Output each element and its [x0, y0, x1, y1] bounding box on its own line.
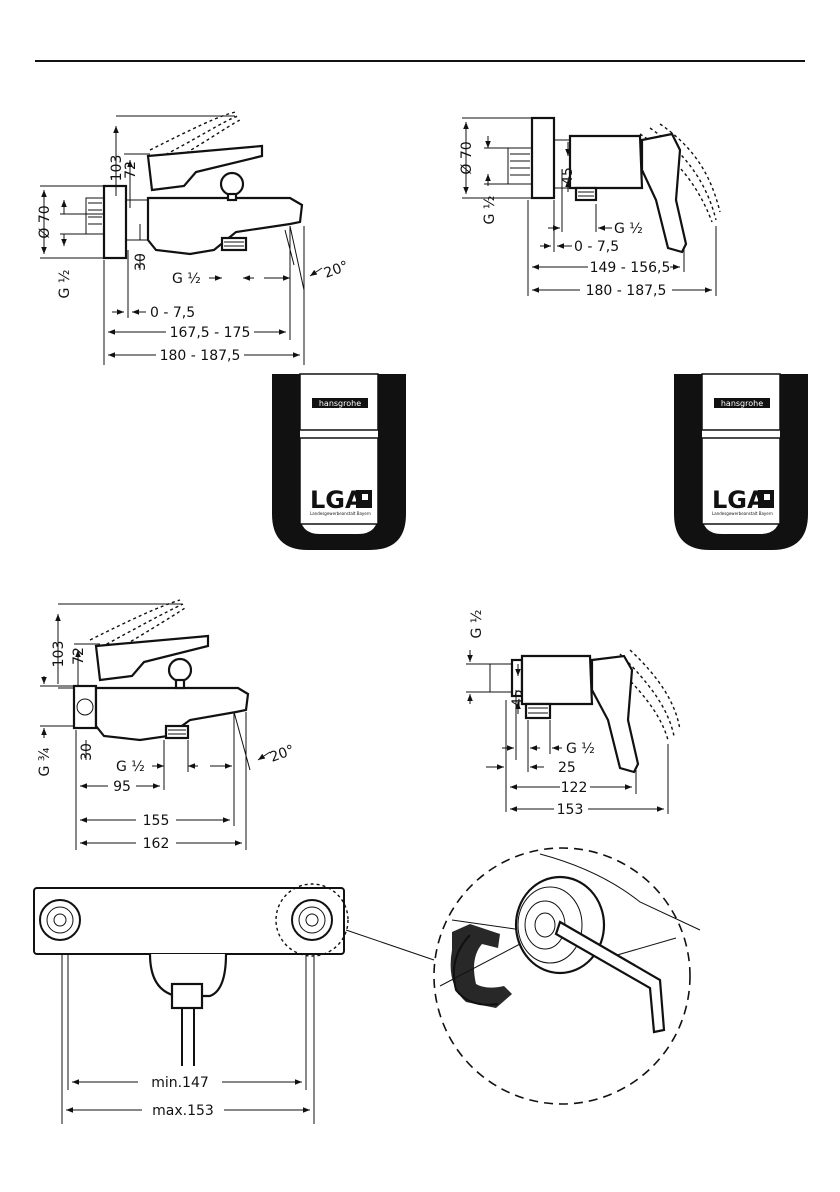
badge-cert-text-2: LGA	[712, 486, 766, 514]
fig4-dim-122: 122	[561, 780, 588, 796]
badge-cert-sub-2: Landesgewerbeanstalt Bayern	[712, 511, 773, 516]
fig1-dim-g12-left: G ½	[57, 270, 73, 299]
fig4-dim-153: 153	[557, 802, 584, 818]
fig2-dim-45: 45	[560, 167, 576, 185]
fig4-dim-45: 45	[510, 689, 526, 707]
fig1-dim-width1: 167,5 - 175	[170, 325, 251, 341]
fig3-dim-72: 72	[71, 647, 87, 665]
fig3-dim-30: 30	[79, 743, 95, 761]
certification-badge-left: hansgrohe LGA Landesgewerbeanstalt Bayer…	[272, 374, 406, 550]
fig4-dim-g12-side: G ½	[566, 741, 595, 757]
fig3-dim-g34: G ¾	[37, 747, 53, 776]
fig1-dim-72: 72	[123, 161, 139, 179]
fig1-dim-offset: 0 - 7,5	[150, 305, 195, 321]
fig2-dim-g12-left: G ½	[482, 196, 498, 225]
fig2-dim-g12-side: G ½	[614, 221, 643, 237]
figure-shower-mixer-1: Ø 70 G ½ 45 G ½ 0 - 7,5 149 - 156,5 180 …	[459, 118, 720, 299]
fig1-dim-g12-bottom: G ½	[172, 271, 201, 287]
fig3-dim-g12-bottom: G ½	[116, 759, 145, 775]
fig4-dim-25: 25	[558, 760, 576, 776]
fig3-dim-angle: 20°	[268, 742, 297, 766]
certification-badge-right: hansgrohe LGA Landesgewerbeanstalt Bayer…	[674, 374, 808, 550]
fig2-dim-width1: 149 - 156,5	[590, 260, 671, 276]
fig5-max-width: max.153	[152, 1103, 214, 1119]
badge-cert-sub: Landesgewerbeanstalt Bayern	[310, 511, 371, 516]
figure-front-view: min.147 max.153	[34, 848, 700, 1124]
badge-cert-text: LGA	[310, 486, 364, 514]
fig3-dim-155: 155	[143, 813, 170, 829]
figure-shower-mixer-2: G ½ 45 G ½ 25 122 153	[466, 610, 680, 818]
fig5-min-width: min.147	[151, 1075, 209, 1091]
badge-brand-text: hansgrohe	[319, 399, 361, 408]
badge-brand-text-2: hansgrohe	[721, 399, 763, 408]
figure-bath-mixer-1: 103 72 Ø 70 G ½ 30 G ½ 20° 0 - 7,5 167,5…	[37, 112, 351, 365]
fig4-dim-g12-top: G ½	[469, 610, 485, 639]
fig2-dim-width2: 180 - 187,5	[586, 283, 667, 299]
figure-bath-mixer-2: 103 72 G ¾ 30 G ½ 20° 95 155 162	[37, 600, 297, 852]
fig2-dim-dia70: Ø 70	[459, 141, 475, 174]
fig2-dim-offset: 0 - 7,5	[574, 239, 619, 255]
fig1-dim-30: 30	[133, 253, 149, 271]
fig1-dim-dia70: Ø 70	[37, 205, 53, 238]
fig3-dim-103: 103	[51, 641, 67, 668]
fig1-dim-width2: 180 - 187,5	[160, 348, 241, 364]
fig1-dim-angle: 20°	[322, 258, 351, 282]
fig3-dim-162: 162	[143, 836, 170, 852]
fig3-dim-95: 95	[113, 779, 131, 795]
